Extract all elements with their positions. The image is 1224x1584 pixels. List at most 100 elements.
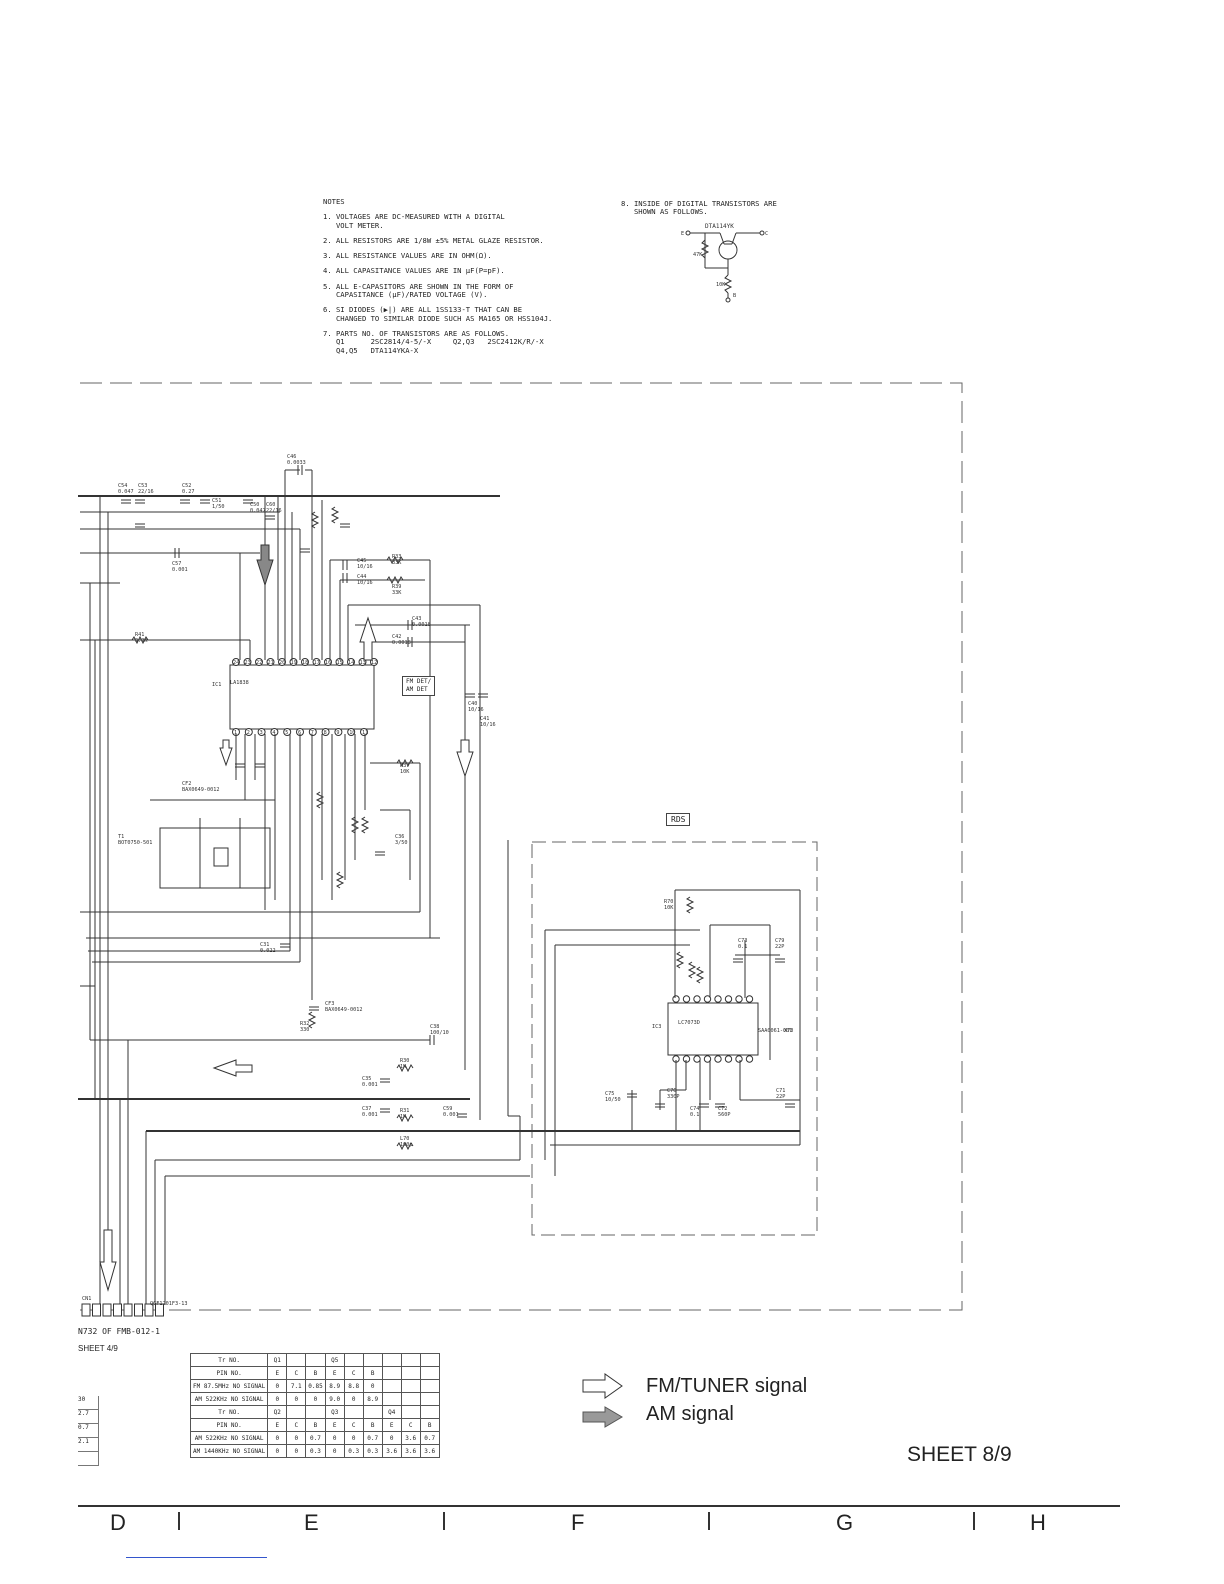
voltage-table-cell: Q2	[267, 1405, 288, 1419]
voltage-table-cell: Q1	[267, 1353, 288, 1367]
voltage-table-cell	[419, 1392, 440, 1406]
connector-part-number: QGF1201F3-13	[150, 1301, 187, 1307]
component-ref: C44	[357, 574, 366, 580]
connector-pin	[92, 1303, 101, 1317]
resistor-symbol	[350, 816, 360, 834]
voltage-table-cell: B	[362, 1366, 383, 1380]
component-value: 10K	[664, 905, 674, 911]
ic1-pin-number: 4	[272, 730, 275, 736]
component-value: 0.0018	[412, 622, 431, 628]
ic1-pin	[301, 658, 309, 666]
ic1-pin-number: 9	[336, 730, 339, 736]
voltage-table-cell	[419, 1353, 440, 1367]
voltage-table-cell	[400, 1366, 421, 1380]
transistor-r2-label: 10K	[716, 282, 726, 288]
ic1-pin-number: 23	[245, 660, 251, 666]
transistor-pin-e-label: E	[681, 231, 684, 237]
component-ref: R32	[300, 1021, 309, 1027]
voltage-table-cell: 0	[286, 1431, 307, 1445]
ic1-pin-number: 22	[256, 660, 262, 666]
component-value: 10K	[400, 769, 410, 775]
voltage-table-row-header: Tr NO.	[189, 1353, 269, 1367]
component-ref: C50	[250, 502, 259, 508]
component-value: 10/16	[357, 564, 373, 570]
ic1-pin	[283, 728, 292, 736]
component-ref: C73	[738, 938, 747, 944]
voltage-table-cell: 0	[324, 1444, 345, 1458]
ic3-crystal-part: SAA0061-001	[758, 1028, 792, 1034]
component-ref: C51	[212, 498, 221, 504]
grid-column-d: D	[110, 1510, 126, 1535]
connector-pin	[113, 1303, 122, 1317]
voltage-table-cell: 0.7	[419, 1431, 440, 1445]
component-value: 0.1	[738, 944, 747, 950]
voltage-table-cell: Q5	[324, 1353, 345, 1367]
voltage-table-cell: 0	[267, 1379, 288, 1393]
voltage-table-cell: C	[400, 1418, 421, 1432]
ic1-pin-number: 8	[324, 730, 327, 736]
legend-am-label: AM signal	[646, 1403, 734, 1425]
voltage-table-cell	[286, 1405, 307, 1419]
note-6: 6. SI DIODES (▶|) ARE ALL 1SS133-T THAT …	[323, 305, 553, 323]
voltage-table-cell: C	[343, 1366, 364, 1380]
resistor-symbol	[330, 506, 340, 524]
voltage-table-cell: 0	[362, 1379, 383, 1393]
resistor-symbol	[687, 961, 697, 979]
ic1-pin	[243, 658, 252, 666]
underline-link	[126, 1557, 267, 1558]
ic3-pin	[682, 995, 691, 1003]
ic1-pin-number: 10	[349, 730, 355, 736]
ic1-pin-number: 17	[314, 660, 320, 666]
ic1-pin-number: 18	[302, 660, 308, 666]
transistor-pin-b-label: B	[733, 293, 736, 299]
component-value: 22P	[776, 1094, 785, 1100]
component-value: 33K	[392, 590, 402, 596]
component-value: 3.3K	[135, 638, 148, 644]
voltage-table-cell: 0	[267, 1431, 288, 1445]
voltage-table-cell: 0.7	[305, 1431, 326, 1445]
voltage-table-row-header: PIN NO.	[189, 1418, 269, 1432]
ic1-pin-number: 24	[233, 660, 239, 666]
component-value: 0.047	[250, 508, 266, 514]
component-value: 560P	[718, 1112, 731, 1118]
voltage-table-cell: B	[419, 1418, 440, 1432]
voltage-table-cell	[400, 1353, 421, 1367]
ic1-pin	[360, 728, 368, 736]
ic1-pin	[232, 658, 240, 666]
note-7: 7. PARTS NO. OF TRANSISTORS ARE AS FOLLO…	[323, 328, 544, 355]
component-value: 330	[300, 1027, 309, 1033]
note-5: 5. ALL E-CAPASITORS ARE SHOWN IN THE FOR…	[323, 281, 514, 300]
voltage-table-row-header: PIN NO.	[189, 1366, 269, 1380]
voltage-table-cell: 0.7	[362, 1431, 383, 1445]
voltage-table-cell: B	[305, 1366, 326, 1380]
component-ref: C59	[443, 1106, 452, 1112]
resistor-symbol	[695, 966, 705, 984]
voltage-table-cell: E	[381, 1418, 402, 1432]
connector-pin	[144, 1303, 154, 1317]
grid-column-h: H	[1030, 1510, 1046, 1535]
resistor-symbol	[335, 871, 345, 889]
resistor-symbol	[307, 1011, 317, 1029]
resistor-symbol	[396, 1141, 414, 1151]
component-value: 0.001	[362, 1082, 378, 1088]
voltage-table-cell	[305, 1353, 326, 1367]
side-value: 2.7	[78, 1410, 99, 1424]
component-ref: C52	[182, 483, 191, 489]
ic3-pin	[735, 1055, 743, 1063]
voltage-table-cell: E	[267, 1418, 288, 1432]
am-legend-arrow-icon	[582, 1406, 623, 1428]
resistor-symbol	[315, 791, 325, 809]
ic3-pin	[703, 1055, 712, 1063]
component-value: 10/16	[468, 707, 484, 713]
ic1-pin	[324, 658, 332, 666]
rds-section-label: RDS	[666, 813, 691, 826]
component-value: 0.001	[443, 1112, 459, 1118]
ic3-crystal-ref: X70	[784, 1028, 793, 1034]
digital-transistor-symbol	[685, 230, 765, 303]
voltage-table-cell	[400, 1392, 421, 1406]
component-ref: CF2	[182, 781, 191, 787]
